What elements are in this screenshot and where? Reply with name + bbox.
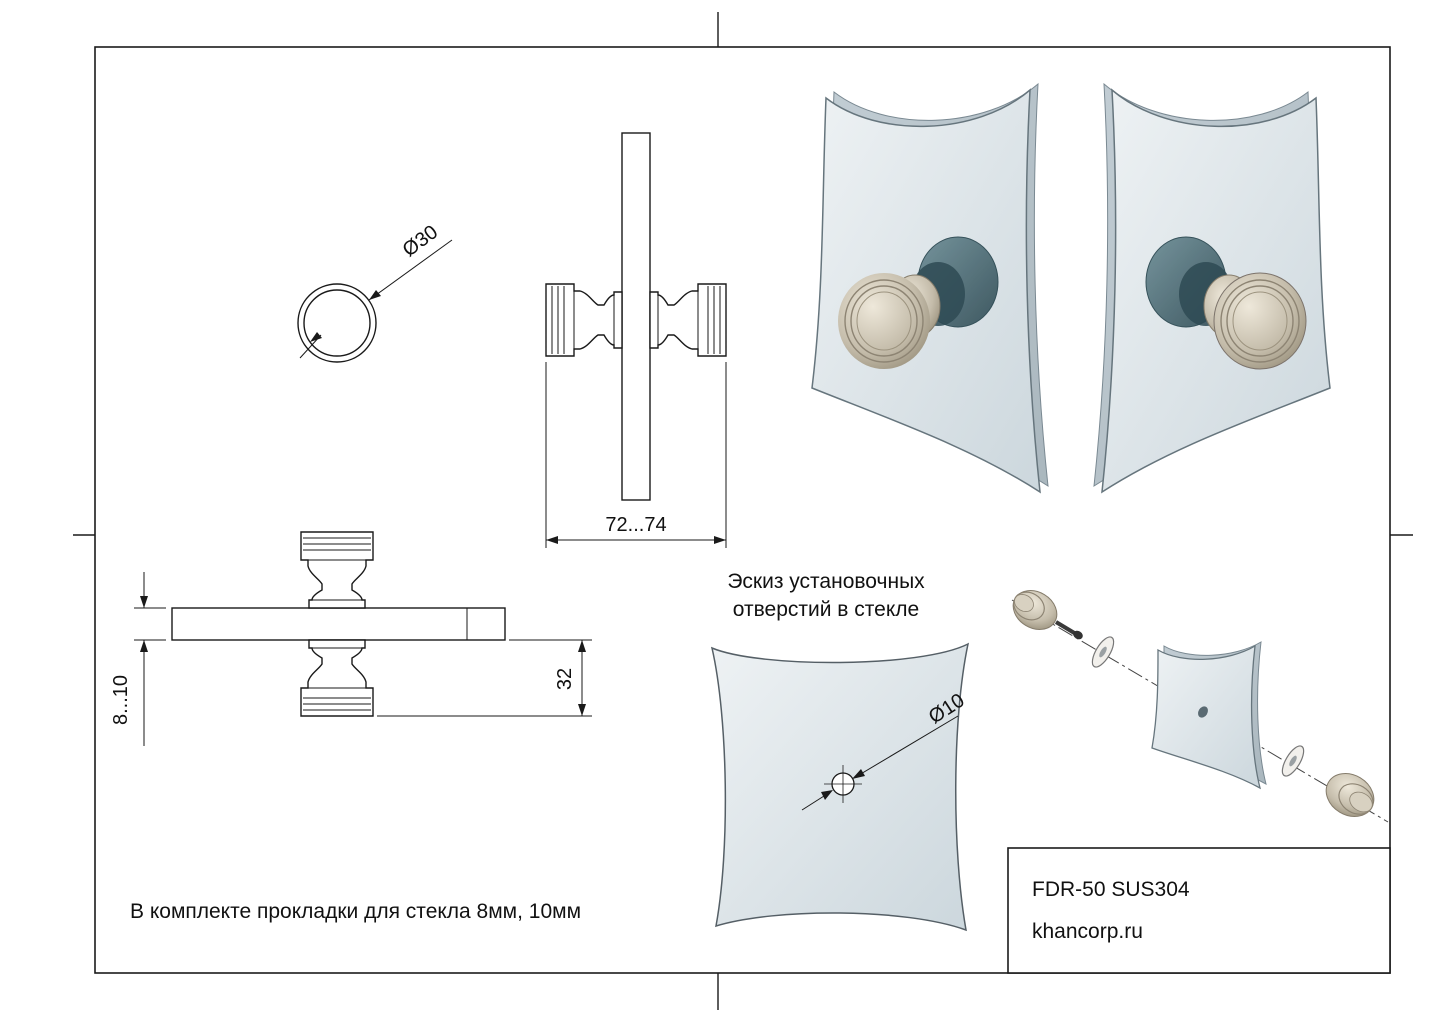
knob-bottom-profile (300, 639, 374, 717)
top-view-circle (297, 283, 377, 363)
knob-render (1145, 236, 1307, 370)
dimension-32: 32 (377, 639, 592, 717)
title-block: FDR-50 SUS304 khancorp.ru (1007, 847, 1391, 974)
website[interactable]: khancorp.ru (1032, 920, 1143, 943)
glass-panel-edge (621, 132, 651, 501)
dimension-8-10: 8...10 (110, 572, 166, 746)
arrowhead (821, 790, 833, 800)
exploded-view (1011, 590, 1389, 823)
dimension-72-74: 72...74 (545, 362, 727, 548)
dim-label-width: 72...74 (605, 514, 666, 536)
knob-inner-circle (303, 289, 371, 357)
install-sketch: Ø10 (710, 642, 970, 932)
knob-left-profile (545, 283, 623, 357)
arrowhead (546, 536, 558, 544)
arrowhead (369, 290, 381, 300)
dimension-d30: Ø30 (299, 221, 453, 359)
glass-panel-edge (171, 607, 506, 641)
arrowhead (140, 596, 148, 608)
arrowhead (852, 769, 865, 779)
arrowhead (578, 704, 586, 716)
caption-line-2: отверстий в стекле (733, 598, 919, 621)
caption-line-1: Эскиз установочных (727, 570, 925, 593)
knob-render (838, 236, 999, 369)
render-right-panel (1093, 82, 1331, 494)
knob-right-profile (649, 283, 727, 357)
panel-hole (1198, 706, 1208, 718)
knob-outer-circle (297, 283, 377, 363)
dim-label-height: 32 (554, 668, 576, 690)
exploded-washer (1281, 745, 1305, 777)
knob-top-profile (300, 531, 374, 609)
exploded-cap (1325, 773, 1375, 817)
arrowhead (578, 640, 586, 652)
install-sketch-caption: Эскиз установочных отверстий в стекле (727, 570, 925, 621)
model-number: FDR-50 SUS304 (1032, 878, 1190, 901)
sheet-frame (73, 12, 1413, 1010)
render-left-panel (811, 82, 1049, 494)
exploded-washer (1091, 636, 1115, 668)
exploded-knob (1012, 590, 1083, 640)
arrowhead (714, 536, 726, 544)
kit-note: В комплекте прокладки для стекла 8мм, 10… (130, 900, 581, 923)
arrowhead (140, 640, 148, 652)
side-view (545, 132, 727, 501)
arrowhead (310, 332, 322, 342)
dim-label-thickness: 8...10 (110, 675, 132, 725)
dim-label-d30: Ø30 (399, 221, 442, 261)
front-view (171, 531, 506, 717)
exploded-glass-panel (1151, 641, 1267, 790)
